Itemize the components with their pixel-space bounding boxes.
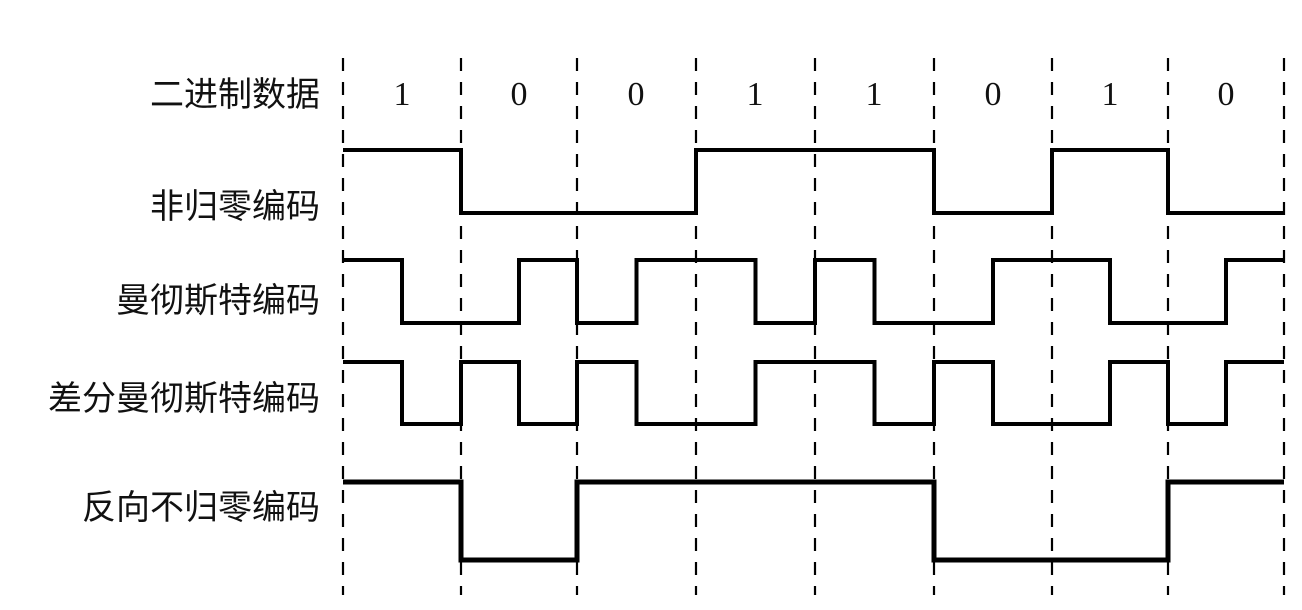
bit-value: 0 (1217, 76, 1235, 113)
bit-value: 0 (627, 76, 645, 113)
label-nrzi: 反向不归零编码 (82, 488, 320, 528)
label-manchester: 曼彻斯特编码 (116, 281, 320, 321)
differential-manchester-waveform (343, 360, 1284, 426)
nrz-waveform (343, 148, 1284, 215)
label-nrz: 非归零编码 (150, 187, 320, 227)
waveforms (343, 148, 1284, 563)
bit-value: 1 (393, 76, 411, 113)
label-differential-manchester: 差分曼彻斯特编码 (48, 379, 320, 419)
bit-value: 1 (865, 76, 883, 113)
bit-value: 0 (510, 76, 528, 113)
bit-value: 0 (984, 76, 1002, 113)
manchester-waveform (343, 258, 1284, 325)
bit-value: 1 (746, 76, 764, 113)
bit-boundary-grid (341, 58, 1286, 595)
bit-value: 1 (1101, 76, 1119, 113)
label-binary-data: 二进制数据 (150, 75, 320, 115)
nrzi-waveform (343, 479, 1284, 563)
